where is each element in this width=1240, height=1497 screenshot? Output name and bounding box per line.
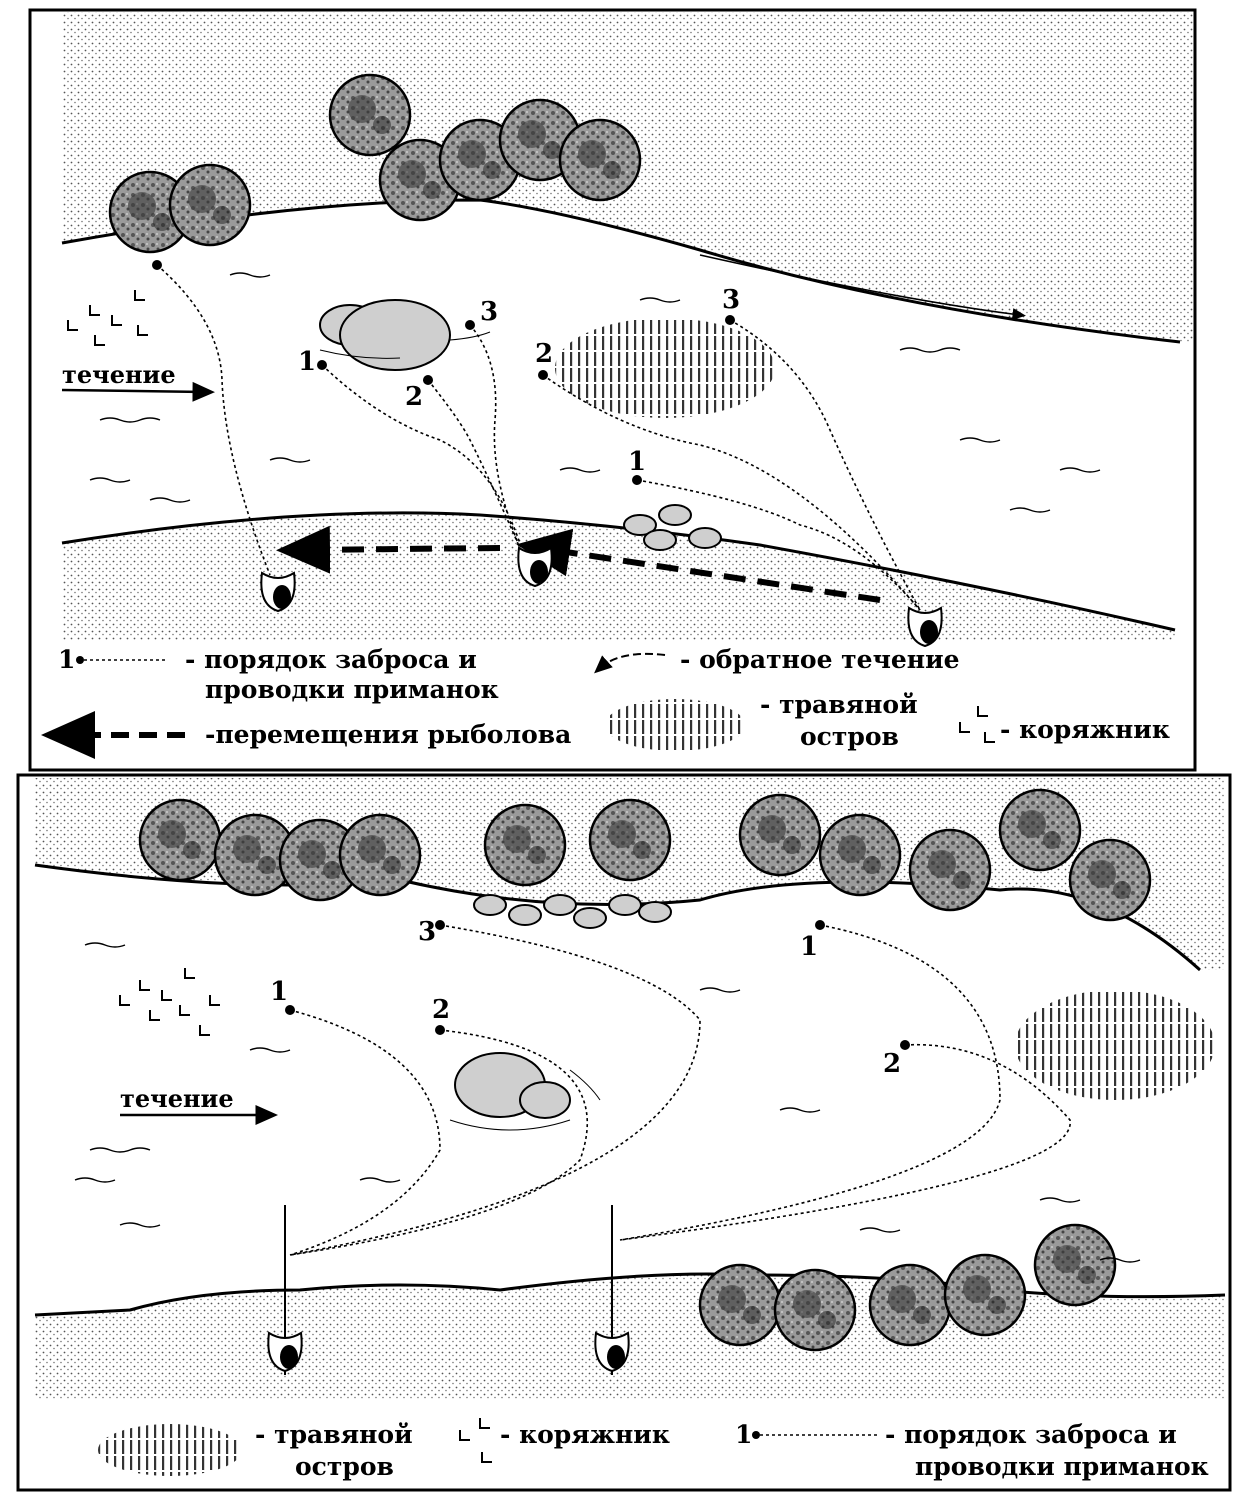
cast-number-3-left: 3	[480, 297, 498, 327]
legend-cast-order-line1: - порядок заброса и	[885, 1420, 1177, 1449]
cast-number-2-left: 2	[405, 382, 423, 412]
bush-icon	[1000, 790, 1080, 870]
current-label-top: течение	[62, 360, 176, 389]
cast-number-2-right: 2	[883, 1049, 901, 1079]
bush-icon	[170, 165, 250, 245]
bush-icon	[740, 795, 820, 875]
grass-island-icon	[1015, 990, 1215, 1100]
legend-grass-line1: - травяной	[760, 690, 918, 719]
grass-island-icon	[98, 1424, 242, 1476]
grass-island-icon	[605, 699, 745, 751]
bush-icon	[485, 805, 565, 885]
stone-icon	[639, 902, 671, 922]
stone-icon	[689, 528, 721, 548]
bush-icon	[945, 1255, 1025, 1335]
stone-icon	[659, 505, 691, 525]
stone-icon	[544, 895, 576, 915]
stone-icon	[474, 895, 506, 915]
cast-number-3-right: 3	[722, 285, 740, 315]
cast-number-2-right: 2	[535, 339, 553, 369]
legend-cast-marker: 1	[735, 1420, 752, 1449]
cast-number-2-left: 2	[432, 995, 450, 1025]
stone-icon	[644, 530, 676, 550]
legend-cast-marker: 1	[58, 645, 75, 674]
bush-icon	[700, 1265, 780, 1345]
bush-icon	[870, 1265, 950, 1345]
cast-number-1-left: 1	[298, 347, 316, 377]
bush-icon	[330, 75, 410, 155]
stone-icon	[574, 908, 606, 928]
legend-angler-moves: -перемещения рыболова	[205, 720, 571, 749]
stone-icon	[509, 905, 541, 925]
cast-number-1-right: 1	[628, 447, 646, 477]
legend-grass-line2: остров	[800, 722, 899, 751]
bush-icon	[820, 815, 900, 895]
cast-number-3-left: 3	[418, 917, 436, 947]
stone-icon	[609, 895, 641, 915]
legend-snags: - коряжник	[500, 1420, 670, 1449]
legend-cast-order-line2: проводки приманок	[205, 675, 499, 704]
legend-snags: - коряжник	[1000, 715, 1170, 744]
current-label-bottom: течение	[120, 1084, 234, 1113]
bush-icon	[775, 1270, 855, 1350]
bush-icon	[590, 800, 670, 880]
bush-icon	[140, 800, 220, 880]
cast-number-1-left: 1	[270, 977, 288, 1007]
bush-icon	[1070, 840, 1150, 920]
stone-icon	[340, 300, 450, 370]
bush-icon	[910, 830, 990, 910]
legend-grass-line1: - травяной	[255, 1420, 413, 1449]
bush-icon	[1035, 1225, 1115, 1305]
legend-cast-order-line1: - порядок заброса и	[185, 645, 477, 674]
stone-icon	[520, 1082, 570, 1118]
legend-grass-line2: остров	[295, 1452, 394, 1481]
bush-icon	[560, 120, 640, 200]
grass-island-icon	[555, 318, 775, 418]
bush-icon	[340, 815, 420, 895]
panel-bottom: течение 1 2 3 1 2	[18, 775, 1230, 1490]
cast-number-1-right: 1	[800, 932, 818, 962]
legend-back-current: - обратное течение	[680, 645, 960, 674]
panel-top: течение 1 2 3 1 2 3	[30, 10, 1195, 770]
legend-cast-order-line2: проводки приманок	[915, 1452, 1209, 1481]
